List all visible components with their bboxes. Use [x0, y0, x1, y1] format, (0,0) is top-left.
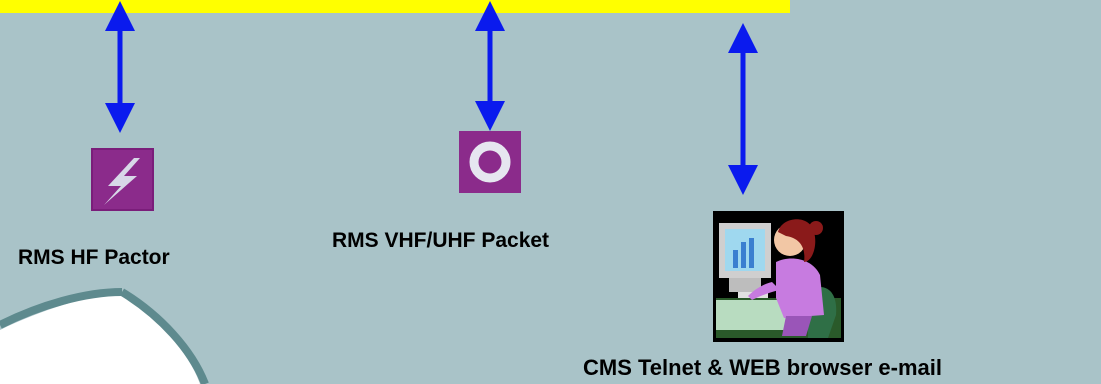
ring-icon	[459, 131, 521, 193]
hf-pactor-label: RMS HF Pactor	[18, 246, 170, 269]
computer-user-icon	[713, 211, 844, 342]
cms-telnet-label: CMS Telnet & WEB browser e-mail	[583, 355, 942, 380]
vhf-uhf-packet-label: RMS VHF/UHF Packet	[332, 229, 550, 252]
top-banner	[0, 0, 790, 13]
lightning-icon	[91, 148, 154, 211]
